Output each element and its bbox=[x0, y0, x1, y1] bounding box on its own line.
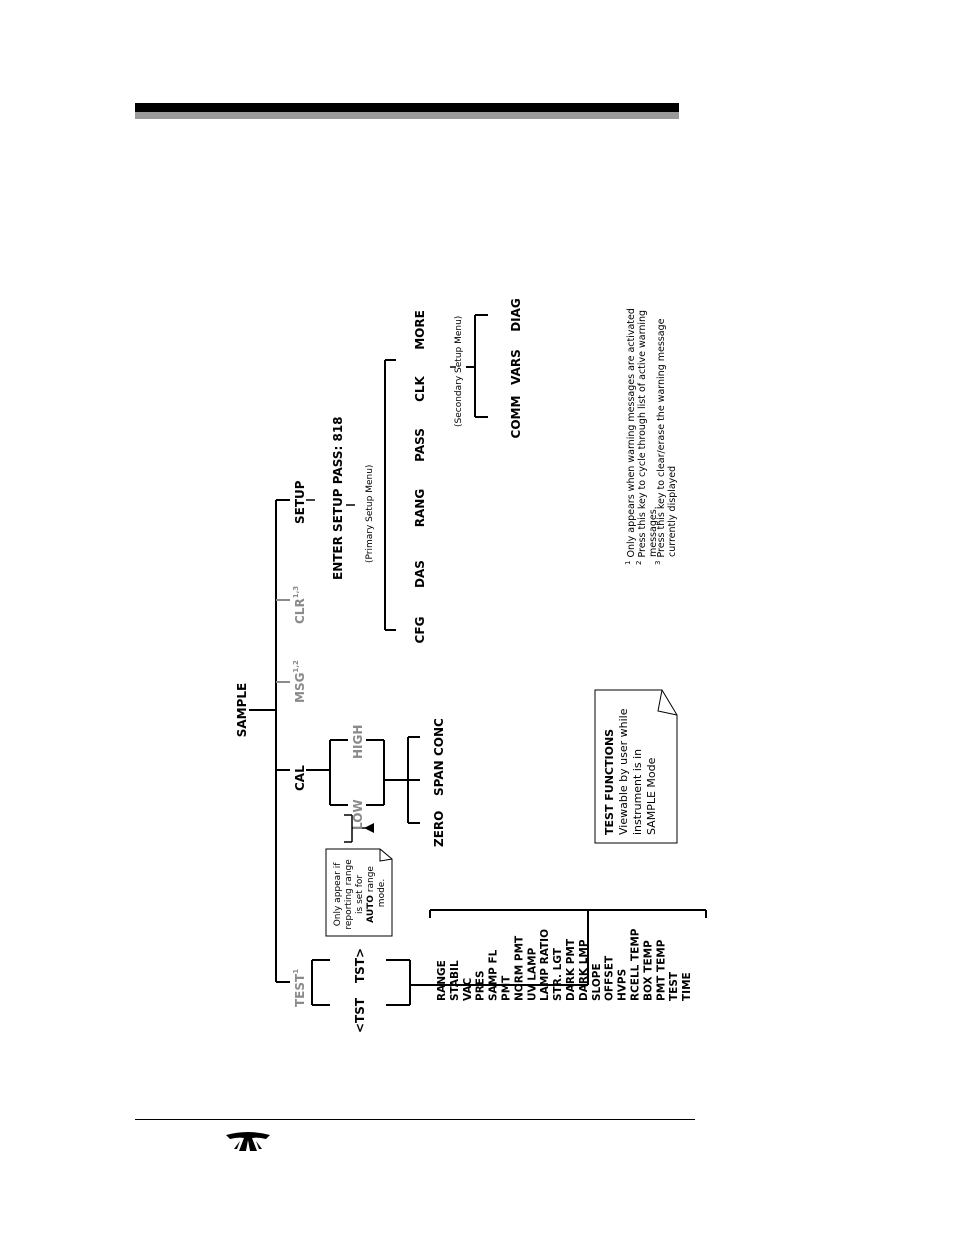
header-rule-gray bbox=[135, 112, 679, 119]
cal-zero[interactable]: ZERO bbox=[432, 811, 446, 847]
footnotes: 1Only appears when warning messages are … bbox=[624, 308, 678, 565]
secondary-setup-item[interactable]: COMM bbox=[509, 396, 523, 439]
svg-text:SAMPLE Mode: SAMPLE Mode bbox=[645, 757, 658, 835]
footnote-line: messages. bbox=[648, 506, 659, 557]
test-list-item: STABIL bbox=[449, 960, 461, 1001]
primary-setup-menu: CFG DAS RANG PASS CLK MORE bbox=[413, 310, 427, 643]
footnote-line: 3Press this key to clear/erase the warni… bbox=[654, 318, 667, 565]
test-list-item: PMT bbox=[501, 975, 513, 1001]
footnote-line: 1Only appears when warning messages are … bbox=[624, 308, 637, 565]
test-list-item: DARK LMP bbox=[578, 939, 590, 1001]
primary-setup-item[interactable]: RANG bbox=[413, 489, 427, 527]
tree-lines bbox=[249, 314, 707, 1006]
test-list-item: STR. LGT bbox=[552, 947, 564, 1001]
secondary-setup-label: (Secondary Setup Menu) bbox=[454, 316, 464, 427]
teledyne-logo-icon bbox=[226, 1132, 270, 1151]
root-sample[interactable]: SAMPLE bbox=[235, 683, 249, 738]
svg-text:instrument is in: instrument is in bbox=[631, 749, 644, 835]
test-list-item: NORM PMT bbox=[513, 935, 525, 1001]
svg-text:Only appear if reporti: Only appear if reporting range is set fo… bbox=[333, 856, 387, 929]
header-rule-black bbox=[135, 103, 679, 112]
primary-setup-item[interactable]: MORE bbox=[413, 310, 427, 350]
primary-setup-item[interactable]: CFG bbox=[413, 617, 427, 644]
cal-high[interactable]: HIGH bbox=[351, 725, 365, 759]
arrow-head-icon bbox=[364, 823, 374, 833]
cal-span[interactable]: SPAN bbox=[432, 760, 446, 796]
primary-setup-label: (Primary Setup Menu) bbox=[365, 465, 375, 563]
primary-setup-item[interactable]: CLK bbox=[413, 375, 427, 401]
test-functions-note: TEST FUNCTIONS Viewable by user while in… bbox=[594, 689, 678, 844]
test-list-item: RANGE bbox=[436, 960, 448, 1001]
test-list-item: SLOPE bbox=[591, 963, 603, 1001]
test-list-item: TIME bbox=[681, 972, 693, 1001]
svg-text:TEST FUNCTIONS: TEST FUNCTIONS bbox=[603, 729, 616, 835]
test-list-item: DARK PMT bbox=[565, 938, 577, 1001]
secondary-setup-item[interactable]: VARS bbox=[509, 349, 523, 385]
test-list-item: OFFSET bbox=[604, 955, 616, 1001]
tst-next-key[interactable]: TST> bbox=[353, 948, 367, 983]
menu-clr[interactable]: CLR1,3 bbox=[292, 586, 307, 624]
test-list-item: RCELL TEMP bbox=[630, 928, 642, 1001]
test-list-item: BOX TEMP bbox=[642, 940, 654, 1001]
test-list-item: PRES bbox=[475, 970, 487, 1001]
test-list-item: HVPS bbox=[617, 969, 629, 1001]
test-list-item: UV LAMP bbox=[526, 947, 538, 1001]
menu-setup[interactable]: SETUP bbox=[293, 480, 307, 524]
setup-password-prompt: ENTER SETUP PASS: 818 bbox=[331, 416, 345, 580]
primary-setup-item[interactable]: DAS bbox=[413, 560, 427, 588]
svg-text:Viewable by user while: Viewable by user while bbox=[617, 708, 630, 835]
tst-prev-key[interactable]: <TST bbox=[353, 997, 367, 1033]
footnote-line: currently displayed bbox=[667, 466, 678, 557]
test-list-item: VAC bbox=[462, 977, 474, 1001]
menu-cal[interactable]: CAL bbox=[293, 765, 307, 791]
auto-range-note: Only appear if reporting range is set fo… bbox=[325, 848, 393, 937]
test-list-item: SAMP FL bbox=[488, 949, 500, 1001]
footnote-line: 2Press this key to cycle through list of… bbox=[635, 310, 648, 565]
cal-conc[interactable]: CONC bbox=[432, 718, 446, 756]
test-list-item: PMT TEMP bbox=[655, 939, 667, 1001]
test-list-item: TEST bbox=[668, 971, 680, 1001]
secondary-setup-menu: COMM VARS DIAG bbox=[509, 298, 523, 438]
test-list-item: LAMP RATIO bbox=[539, 929, 551, 1001]
menu-msg[interactable]: MSG1,2 bbox=[292, 660, 307, 703]
cal-low[interactable]: LOW bbox=[351, 799, 365, 830]
secondary-setup-item[interactable]: DIAG bbox=[509, 298, 523, 332]
primary-setup-item[interactable]: PASS bbox=[413, 428, 427, 462]
menu-test[interactable]: TEST1 bbox=[292, 969, 307, 1007]
footer-rule bbox=[135, 1119, 695, 1120]
